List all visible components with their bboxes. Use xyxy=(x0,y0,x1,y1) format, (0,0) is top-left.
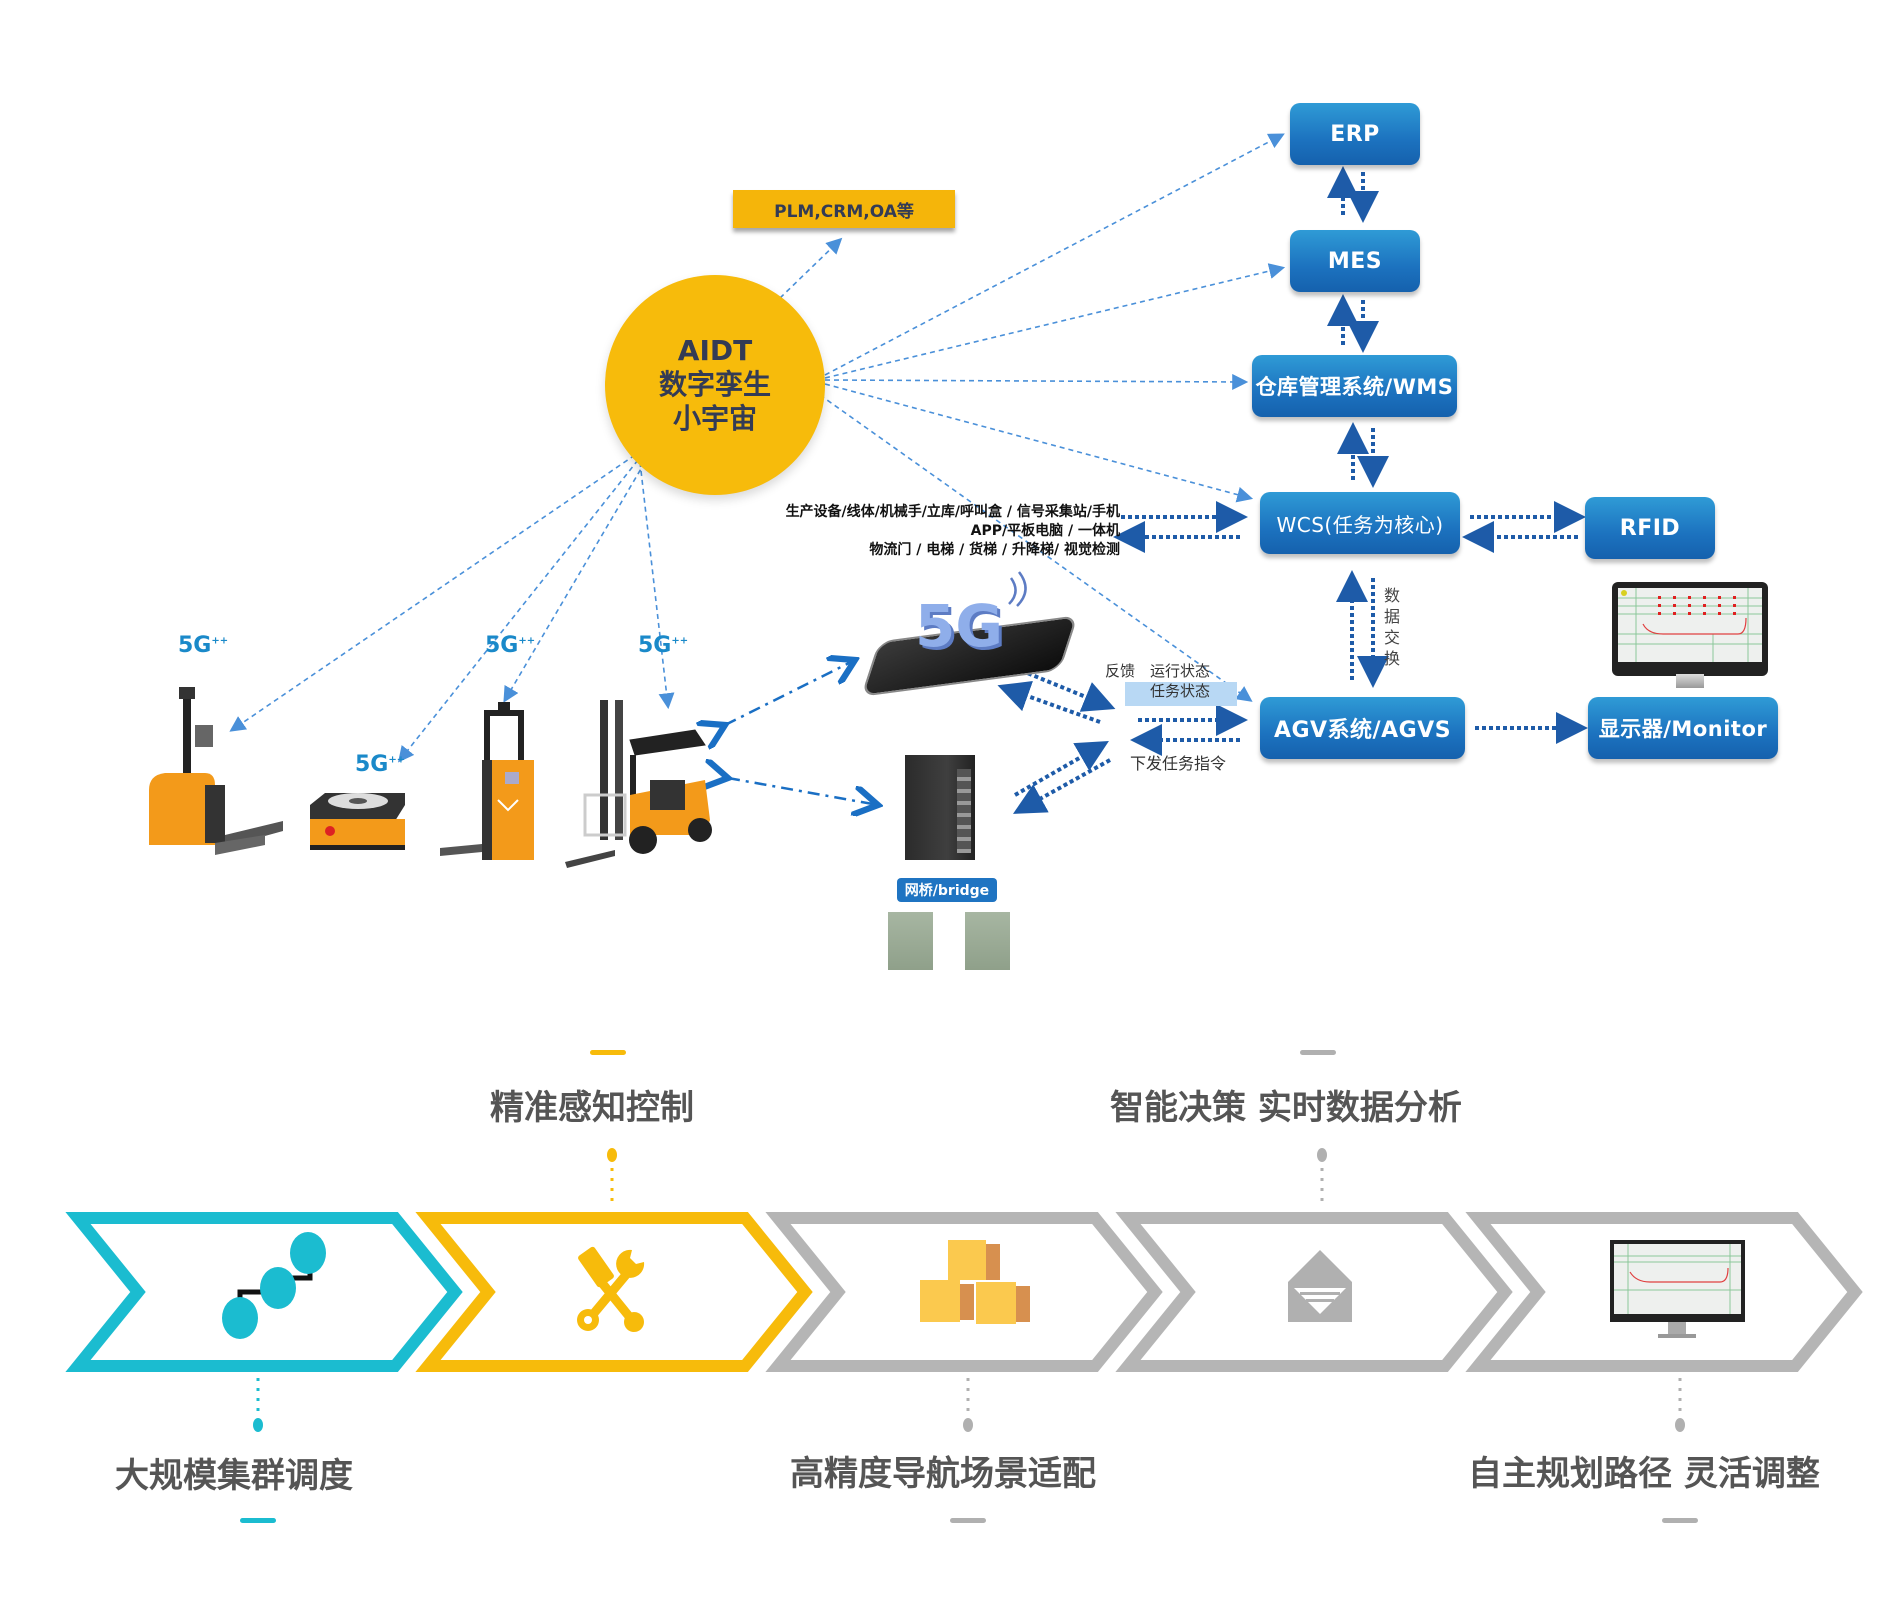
feature-navigation-adapt: 高精度导航场景适配 xyxy=(790,1454,1096,1494)
5g-phone-icon: 5G xyxy=(860,571,1079,697)
chevron-step-2 xyxy=(415,1212,813,1372)
link-hub-mes xyxy=(824,263,1286,379)
bottom-connectors xyxy=(253,1378,1685,1432)
data-exchange-label: 数 据 交 换 xyxy=(1383,586,1400,668)
erp-box[interactable]: ERP xyxy=(1290,103,1420,165)
top-connectors xyxy=(607,1148,1327,1205)
counterbalance-forklift-icon xyxy=(565,700,712,868)
feature-top-1-dash xyxy=(590,1050,626,1055)
5g-badge-1: 5G++ xyxy=(178,633,229,658)
aidt-digital-twin-hub: AIDT 数字孪生 小宇宙 xyxy=(605,275,825,495)
chevron-steps xyxy=(65,1212,1863,1372)
5g-badge-3: 5G++ xyxy=(485,633,536,658)
feedback-label: 反馈 xyxy=(1105,662,1136,680)
link-hub-erp xyxy=(824,133,1285,376)
5g-badge-2: 5G++ xyxy=(355,752,406,777)
link-hub-wms xyxy=(824,373,1249,390)
monitor-stand xyxy=(1676,674,1704,688)
link-hub-vehicle4 xyxy=(639,461,675,710)
forklift-agv-icon xyxy=(440,702,534,860)
signal-waves-icon xyxy=(1008,571,1027,607)
link-hub-plm xyxy=(779,237,843,299)
envelope-icon xyxy=(1288,1250,1352,1322)
run-status-label: 运行状态 xyxy=(1150,662,1211,680)
antenna-panel-1-icon xyxy=(888,912,933,970)
chevron-step-4 xyxy=(1115,1212,1513,1372)
monitor-icon xyxy=(1610,1240,1745,1338)
feature-bottom-2-dash xyxy=(950,1518,986,1523)
5g-phone-label: 5G xyxy=(915,592,1003,660)
task-status-label: 任务状态 xyxy=(1150,682,1211,700)
plm-crm-oa-tag: PLM,CRM,OA等 xyxy=(733,190,955,228)
chevron-step-1 xyxy=(65,1212,463,1372)
pallet-stacker-agv-icon xyxy=(149,687,283,855)
link-hub-wcs xyxy=(824,383,1254,503)
device-line-1: 生产设备/线体/机械手/立库/呼叫盒 / 信号采集站/手机 xyxy=(785,504,1120,520)
tools-icon xyxy=(577,1246,645,1332)
5g-badge-4: 5G++ xyxy=(638,633,689,658)
wms-box[interactable]: 仓库管理系统/WMS xyxy=(1252,355,1457,417)
device-line-3: 物流门 / 电梯 / 货梯 / 升降梯/ 视觉检测 xyxy=(869,542,1120,558)
wireless-links xyxy=(725,660,878,805)
device-line-2: APP/平板电脑 / 一体机 xyxy=(970,523,1120,539)
monitor-display-icon xyxy=(1612,582,1768,688)
feature-smart-decision: 智能决策 实时数据分析 xyxy=(1110,1088,1462,1128)
chevron-step-5 xyxy=(1465,1212,1863,1372)
latent-agv-icon xyxy=(310,793,405,850)
feature-bottom-1-dash xyxy=(240,1518,276,1523)
bridge-label: 网桥/bridge xyxy=(897,878,997,902)
feature-path-planning: 自主规划路径 灵活调整 xyxy=(1468,1454,1820,1494)
wcs-box[interactable]: WCS(任务为核心) xyxy=(1260,492,1460,554)
hub-title: AIDT xyxy=(677,334,753,367)
dispatch-command-label: 下发任务指令 xyxy=(1130,754,1227,773)
chevron-step-3 xyxy=(765,1212,1163,1372)
feature-cluster-dispatch: 大规模集群调度 xyxy=(115,1456,353,1496)
feature-bottom-3-dash xyxy=(1662,1518,1698,1523)
industrial-switch-icon xyxy=(905,755,975,860)
device-list-text: 生产设备/线体/机械手/立库/呼叫盒 / 信号采集站/手机 APP/平板电脑 /… xyxy=(786,503,1120,560)
feature-precise-control: 精准感知控制 xyxy=(490,1088,694,1128)
task-status-highlight xyxy=(1125,682,1237,706)
cluster-nodes-icon xyxy=(222,1232,326,1339)
mes-box[interactable]: MES xyxy=(1290,230,1420,292)
hub-subtitle-1: 数字孪生 xyxy=(658,368,771,401)
link-hub-vehicle1 xyxy=(229,454,636,732)
agvs-box[interactable]: AGV系统/AGVS xyxy=(1260,697,1465,759)
hub-subtitle-2: 小宇宙 xyxy=(672,402,757,435)
feature-top-2-dash xyxy=(1300,1050,1336,1055)
antenna-panel-2-icon xyxy=(965,912,1010,970)
boxes-icon xyxy=(920,1240,1030,1324)
link-hub-vehicle3 xyxy=(503,461,646,703)
rfid-box[interactable]: RFID xyxy=(1585,497,1715,559)
monitor-box[interactable]: 显示器/Monitor xyxy=(1588,697,1778,759)
map-screen xyxy=(1618,588,1762,662)
